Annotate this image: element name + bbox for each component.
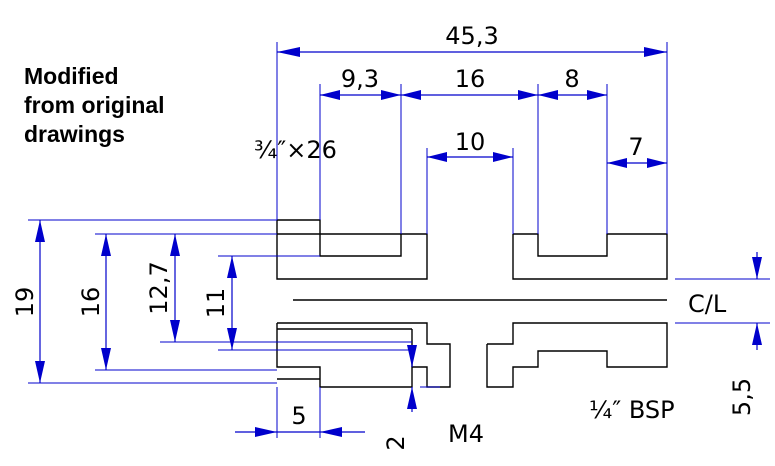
dim-value-10: 10	[455, 128, 486, 156]
dim-value-11: 11	[202, 288, 230, 319]
part-outline	[276, 219, 668, 388]
arrowhead	[401, 90, 421, 100]
arrowhead	[518, 90, 538, 100]
arrowhead	[538, 90, 558, 100]
upper-right-block	[512, 233, 668, 280]
lower-left-block	[276, 322, 451, 388]
upper-left-block	[276, 219, 428, 280]
arrowhead	[647, 158, 667, 168]
arrowhead	[255, 427, 277, 437]
thread-label-left: ¾″×26	[254, 136, 337, 164]
arrowhead	[607, 158, 627, 168]
dim-value-16-height: 16	[77, 287, 105, 318]
arrowhead	[320, 90, 340, 100]
dim-value-8: 8	[564, 65, 579, 93]
drawing-labels: ¾″×26 ¼″ BSP M4 C/L	[254, 136, 727, 448]
arrowhead	[493, 152, 513, 162]
arrowhead	[752, 257, 762, 279]
arrowhead	[170, 320, 180, 342]
dim-value-2: 2	[382, 435, 410, 450]
extension-lines	[28, 42, 770, 438]
dim-value-5-5: 5,5	[728, 378, 756, 416]
dim-value-7: 7	[628, 133, 643, 161]
note-line-1: Modified	[24, 63, 119, 89]
dimension-values: 45,3 9,3 16 8 10 7 5 19 16 12,7 11 5,5 2	[11, 22, 756, 451]
arrowhead	[407, 345, 417, 367]
dim-value-12-7: 12,7	[145, 261, 173, 314]
dim-value-5: 5	[291, 402, 306, 430]
arrowhead	[381, 90, 401, 100]
lower-right-block	[486, 322, 668, 388]
arrowhead	[170, 234, 180, 256]
arrowhead	[427, 152, 447, 162]
arrowheads	[35, 47, 762, 437]
centerline-label: C/L	[688, 290, 727, 318]
dim-value-9-3: 9,3	[341, 65, 379, 93]
arrowhead	[277, 47, 300, 57]
arrowhead	[35, 220, 45, 242]
dim-value-16-center: 16	[455, 65, 486, 93]
arrowhead	[752, 323, 762, 345]
arrowhead	[227, 328, 237, 350]
dimension-lines	[39, 51, 758, 433]
arrowhead	[320, 427, 342, 437]
dim-value-45-3: 45,3	[445, 22, 498, 50]
arrowhead	[644, 47, 667, 57]
drawing-note: Modified from original drawings	[24, 62, 165, 149]
arrowhead	[35, 361, 45, 383]
arrowhead	[227, 256, 237, 278]
arrowhead	[407, 387, 417, 409]
note-line-3: drawings	[24, 121, 125, 147]
note-line-2: from original	[24, 92, 165, 118]
screw-label: M4	[448, 420, 484, 448]
dim-value-19: 19	[11, 287, 39, 318]
arrowhead	[101, 348, 111, 370]
thread-label-right: ¼″ BSP	[589, 396, 675, 424]
arrowhead	[101, 234, 111, 256]
arrowhead	[587, 90, 607, 100]
